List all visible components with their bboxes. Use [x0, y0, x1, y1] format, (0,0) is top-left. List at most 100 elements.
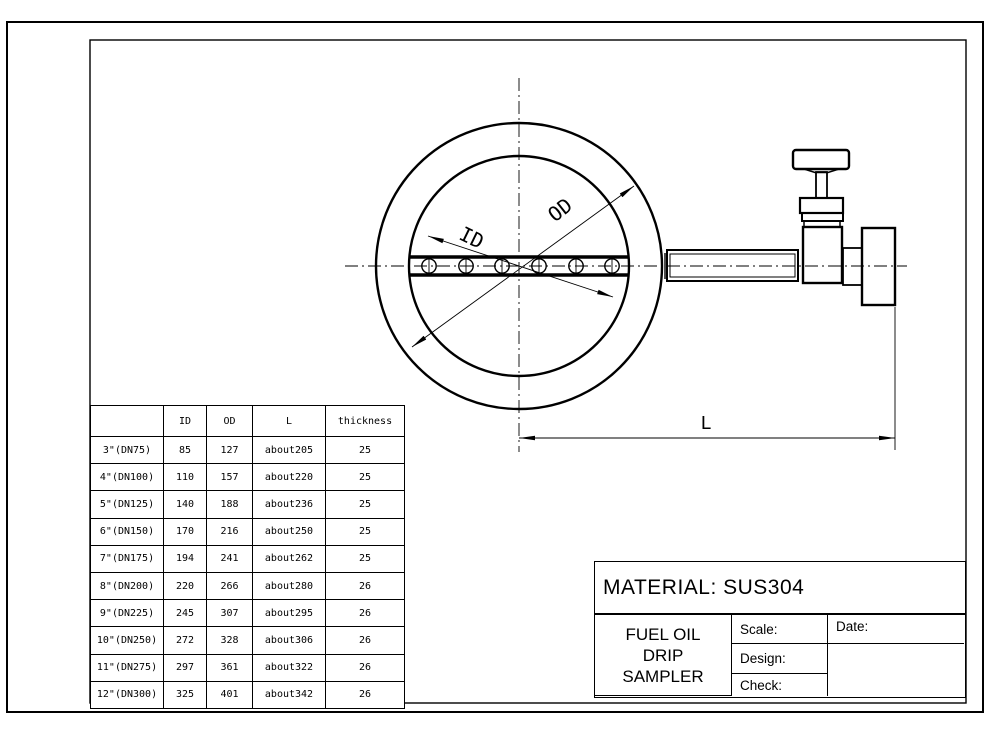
value-cell: about220 [252, 463, 326, 492]
value-cell: 188 [206, 490, 253, 519]
drawing-title-line: DRIP [642, 645, 684, 665]
id-dimension-label: ID [456, 222, 488, 254]
value-cell: 401 [206, 680, 253, 709]
inner-frame [89, 39, 967, 704]
outer-border [6, 21, 984, 713]
value-cell: 26 [325, 626, 405, 655]
size-cell: 5"(DN125) [90, 490, 164, 519]
size-cell: 10"(DN250) [90, 626, 164, 655]
value-cell: 25 [325, 435, 405, 465]
date-label: Date: [828, 615, 964, 644]
value-cell: 297 [163, 653, 207, 682]
outlet-neck [842, 247, 863, 286]
valve-bonnet [798, 196, 845, 228]
side-view [664, 148, 897, 307]
value-cell: 25 [325, 463, 405, 492]
value-cell: about236 [252, 490, 326, 519]
value-cell: 216 [206, 517, 253, 546]
knurled-handle-knob [791, 148, 851, 171]
value-cell: 25 [325, 544, 405, 573]
title-block: FUEL OIL DRIP SAMPLER Scale: Design: Che… [594, 614, 966, 698]
value-cell: 26 [325, 571, 405, 601]
value-cell: 26 [325, 653, 405, 682]
front-view: ID OD [345, 78, 907, 452]
end-cap [860, 226, 897, 307]
size-cell: 4"(DN100) [90, 463, 164, 492]
size-table-header-cell: thickness [325, 405, 405, 437]
value-cell: 157 [206, 463, 253, 492]
value-cell: 328 [206, 626, 253, 655]
value-cell: 25 [325, 490, 405, 519]
value-cell: about322 [252, 653, 326, 682]
length-dimension-label: L [701, 413, 712, 434]
value-cell: 85 [163, 435, 207, 465]
drawing-title: FUEL OIL DRIP SAMPLER [595, 615, 732, 696]
od-dimension-line [411, 185, 635, 348]
value-cell: about262 [252, 544, 326, 573]
size-table-header-cell [90, 405, 164, 437]
value-cell: 170 [163, 517, 207, 546]
value-cell: 194 [163, 544, 207, 573]
material-box: MATERIAL: SUS304 [594, 561, 966, 614]
drawing-title-line: SAMPLER [622, 666, 704, 686]
design-label: Design: [732, 644, 828, 674]
threaded-pipe [664, 249, 799, 282]
check-label: Check: [732, 674, 828, 696]
length-dimension: L [519, 307, 896, 450]
drawing-title-line: FUEL OIL [625, 624, 701, 644]
value-cell: 245 [163, 599, 207, 628]
outer-diameter-circle [374, 121, 664, 411]
size-cell: 11"(DN275) [90, 653, 164, 682]
valve-stem [815, 171, 828, 199]
value-cell: about205 [252, 435, 326, 465]
value-cell: 241 [206, 544, 253, 573]
value-cell: about295 [252, 599, 326, 628]
valve-body [801, 225, 844, 285]
value-cell: 266 [206, 571, 253, 601]
od-dimension-label: OD [543, 193, 577, 227]
value-cell: 140 [163, 490, 207, 519]
size-table-header-cell: OD [206, 405, 253, 437]
value-cell: 26 [325, 599, 405, 628]
value-cell: about250 [252, 517, 326, 546]
value-cell: 307 [206, 599, 253, 628]
size-cell: 12"(DN300) [90, 680, 164, 709]
size-table-header-cell: L [252, 405, 326, 437]
size-table-header-cell: ID [163, 405, 207, 437]
value-cell: 110 [163, 463, 207, 492]
value-cell: 272 [163, 626, 207, 655]
value-cell: 127 [206, 435, 253, 465]
scale-label: Scale: [732, 615, 828, 644]
value-cell: 26 [325, 680, 405, 709]
id-dimension-line [427, 235, 614, 298]
size-cell: 6"(DN150) [90, 517, 164, 546]
value-cell: 361 [206, 653, 253, 682]
title-block-empty-cell [828, 644, 964, 696]
size-cell: 8"(DN200) [90, 571, 164, 601]
value-cell: about280 [252, 571, 326, 601]
value-cell: 25 [325, 517, 405, 546]
size-cell: 9"(DN225) [90, 599, 164, 628]
value-cell: 325 [163, 680, 207, 709]
value-cell: about306 [252, 626, 326, 655]
packing-nut [798, 196, 845, 215]
size-cell: 3"(DN75) [90, 435, 164, 465]
size-cell: 7"(DN175) [90, 544, 164, 573]
material-note: MATERIAL: SUS304 [603, 575, 805, 599]
value-cell: about342 [252, 680, 326, 709]
value-cell: 220 [163, 571, 207, 601]
